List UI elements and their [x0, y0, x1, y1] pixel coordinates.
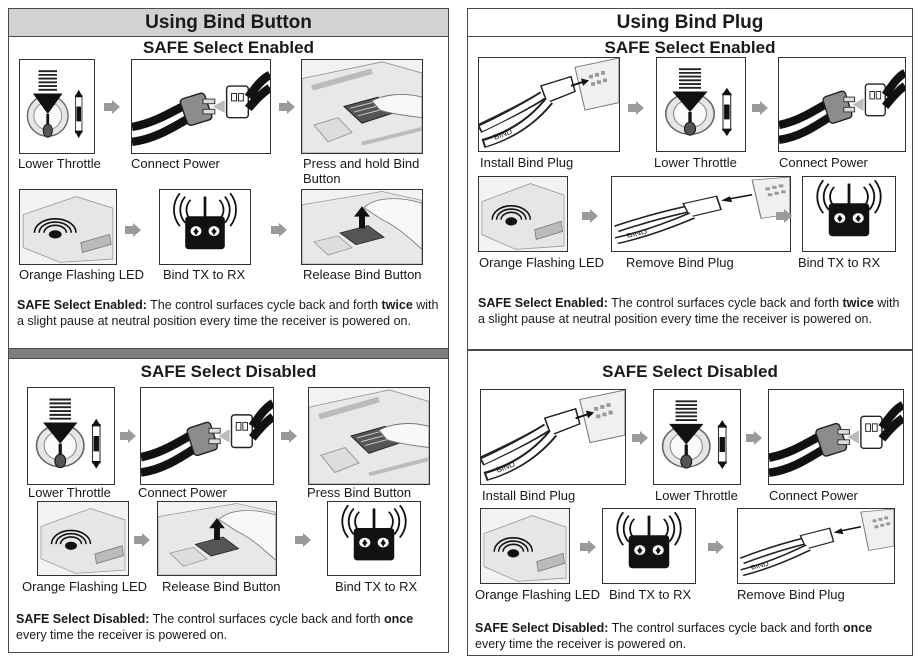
step-caption: Orange Flashing LED — [479, 255, 605, 270]
step-caption: Bind TX to RX — [163, 267, 246, 282]
step-arrow-icon — [134, 533, 150, 547]
step-caption: Connect Power — [769, 488, 858, 503]
step-caption: Orange Flashing LED — [22, 579, 148, 594]
led-flashing-icon — [478, 176, 568, 252]
bind-plug-install-icon — [478, 57, 620, 152]
disabled-note: SAFE Select Disabled: The control surfac… — [16, 611, 441, 643]
panel-title: Using Bind Plug — [468, 9, 912, 37]
led-flashing-icon — [19, 189, 117, 265]
step-arrow-icon — [746, 431, 762, 445]
led-flashing-icon — [480, 508, 570, 584]
note-text: The control surfaces cycle back and fort… — [608, 621, 843, 635]
step-arrow-icon — [628, 101, 644, 115]
bind-plug-remove-icon — [737, 508, 895, 584]
step-arrow-icon — [125, 223, 141, 237]
step-caption: Lower Throttle — [655, 488, 738, 503]
transmitter-icon — [602, 508, 696, 584]
transmitter-icon — [327, 501, 421, 576]
bind-plug-enabled-panel: Using Bind Plug SAFE Select Enabled Inst… — [467, 8, 913, 350]
note-emphasis: once — [842, 621, 873, 635]
section-heading: SAFE Select Disabled — [602, 362, 778, 381]
section-divider — [9, 349, 448, 359]
note-lead: SAFE Select Enabled: — [478, 296, 608, 310]
step-arrow-icon — [120, 429, 136, 443]
section-heading: SAFE Select Enabled — [604, 38, 776, 57]
note-emphasis: once — [383, 612, 414, 626]
note-text: with a slight pause at neutral position … — [17, 298, 439, 328]
note-text: The control surfaces cycle back and fort… — [607, 296, 843, 310]
note-text: every time the receiver is powered on. — [475, 637, 687, 651]
enabled-note: SAFE Select Enabled: The control surface… — [17, 297, 442, 329]
step-caption: Orange Flashing LED — [475, 587, 601, 602]
transmitter-icon — [159, 189, 251, 265]
step-arrow-icon — [582, 209, 598, 223]
step-caption: Release Bind Button — [162, 579, 281, 594]
step-arrow-icon — [104, 100, 120, 114]
note-text: The control surfaces cycle back and fort… — [149, 612, 384, 626]
note-text: with a slight pause at neutral position … — [478, 296, 900, 326]
note-emphasis: twice — [842, 296, 874, 310]
led-flashing-icon — [37, 501, 129, 576]
bind-plug-remove-icon — [611, 176, 791, 252]
bind-button-release-icon — [301, 189, 423, 265]
note-text: The control surfaces cycle back and fort… — [146, 298, 382, 312]
step-arrow-icon — [279, 100, 295, 114]
step-caption: Connect Power — [779, 155, 868, 170]
note-lead: SAFE Select Disabled: — [16, 612, 150, 626]
step-arrow-icon — [632, 431, 648, 445]
battery-connector-icon — [768, 389, 904, 485]
bind-button-enabled-panel: Using Bind Button SAFE Select Enabled Lo… — [8, 8, 449, 353]
note-emphasis: twice — [381, 298, 413, 312]
bind-plug-disabled-panel: SAFE Select Disabled Install Bind Plug L… — [467, 350, 913, 656]
step-caption: Press and hold Bind Button — [303, 156, 420, 186]
section-heading: SAFE Select Enabled — [143, 38, 314, 57]
step-arrow-icon — [281, 429, 297, 443]
battery-connector-icon — [778, 57, 906, 152]
step-caption: Bind TX to RX — [609, 587, 692, 602]
step-arrow-icon — [708, 540, 724, 554]
step-caption: Bind TX to RX — [335, 579, 418, 594]
note-lead: SAFE Select Disabled: — [475, 621, 609, 635]
step-caption: Bind TX to RX — [798, 255, 881, 270]
disabled-note: SAFE Select Disabled: The control surfac… — [475, 620, 905, 652]
step-caption: Remove Bind Plug — [626, 255, 734, 270]
battery-connector-icon — [140, 387, 274, 485]
step-arrow-icon — [752, 101, 768, 115]
throttle-icon — [653, 389, 741, 485]
step-arrow-icon — [776, 209, 792, 223]
step-caption: Lower Throttle — [654, 155, 737, 170]
note-lead: SAFE Select Enabled: — [17, 298, 147, 312]
bind-plug-install-icon — [480, 389, 626, 485]
throttle-icon — [19, 59, 95, 154]
step-caption: Install Bind Plug — [482, 488, 576, 503]
step-caption: Release Bind Button — [303, 267, 422, 282]
throttle-icon — [27, 387, 115, 485]
step-caption: Remove Bind Plug — [737, 587, 845, 602]
step-caption: Press Bind Button — [307, 485, 412, 500]
battery-connector-icon — [131, 59, 271, 154]
step-arrow-icon — [271, 223, 287, 237]
bind-button-release-icon — [157, 501, 277, 576]
enabled-note: SAFE Select Enabled: The control surface… — [478, 295, 904, 327]
step-arrow-icon — [295, 533, 311, 547]
bind-button-press-icon — [301, 59, 423, 154]
panel-title: Using Bind Button — [9, 9, 448, 37]
step-caption: Connect Power — [131, 156, 220, 171]
transmitter-icon — [802, 176, 896, 252]
step-arrow-icon — [580, 540, 596, 554]
throttle-icon — [656, 57, 746, 152]
step-caption: Install Bind Plug — [480, 155, 574, 170]
bind-button-disabled-panel: SAFE Select Disabled Lower Throttle Conn… — [8, 348, 449, 653]
bind-button-press-icon — [308, 387, 430, 485]
section-heading: SAFE Select Disabled — [140, 362, 317, 381]
note-text: every time the receiver is powered on. — [16, 628, 228, 642]
step-caption: Lower Throttle — [28, 485, 111, 500]
step-caption: Lower Throttle — [18, 156, 101, 171]
step-caption: Connect Power — [138, 485, 227, 500]
step-caption: Orange Flashing LED — [19, 267, 145, 282]
